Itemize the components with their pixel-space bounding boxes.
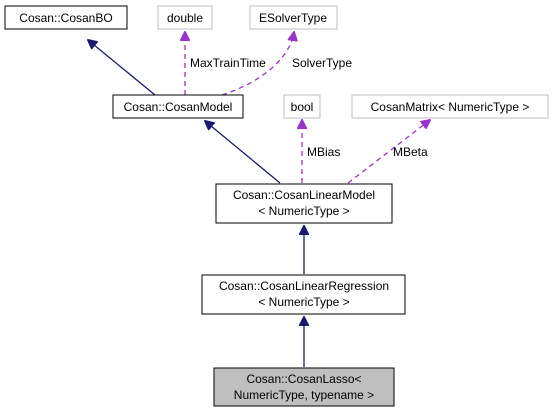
node-cosan-linear-model-label-line2: < NumericType > <box>258 204 349 218</box>
edge-cosanlinearmodel-to-cosanmodel <box>205 121 281 184</box>
node-cosan-lasso-label-line2: NumericType, typename > <box>234 388 374 402</box>
node-cosan-lasso-label-line1: Cosan::CosanLasso< <box>246 372 361 386</box>
node-esolver-type-label: ESolverType <box>259 11 327 25</box>
node-cosan-matrix: CosanMatrix< NumericType > <box>351 94 549 119</box>
node-esolver-type: ESolverType <box>249 5 338 30</box>
edge-label-solver-type: SolverType <box>292 56 352 70</box>
node-cosan-model-label: Cosan::CosanModel <box>124 100 233 114</box>
node-cosan-model[interactable]: Cosan::CosanModel <box>112 94 244 119</box>
node-cosan-bo[interactable]: Cosan::CosanBO <box>4 5 128 30</box>
node-cosan-linear-regression-label-line1: Cosan::CosanLinearRegression <box>219 279 389 293</box>
node-cosan-linear-model[interactable]: Cosan::CosanLinearModel < NumericType > <box>215 183 393 224</box>
node-cosan-lasso: Cosan::CosanLasso< NumericType, typename… <box>213 367 395 407</box>
edge-esolvertype-to-cosanmodel <box>221 32 294 96</box>
node-cosan-linear-model-label-line1: Cosan::CosanLinearModel <box>233 188 375 202</box>
node-cosan-bo-label: Cosan::CosanBO <box>19 11 112 25</box>
edge-label-m-beta: MBeta <box>393 145 428 159</box>
node-double: double <box>157 5 213 30</box>
edge-label-m-bias: MBias <box>307 145 340 159</box>
node-bool-label: bool <box>291 100 314 114</box>
node-bool: bool <box>283 94 321 119</box>
edge-cosanmodel-to-cosanbo <box>88 40 156 96</box>
node-cosan-matrix-label: CosanMatrix< NumericType > <box>371 100 530 114</box>
node-cosan-linear-regression[interactable]: Cosan::CosanLinearRegression < NumericTy… <box>201 274 406 315</box>
node-cosan-linear-regression-label-line2: < NumericType > <box>258 295 349 309</box>
edge-label-max-train-time: MaxTrainTime <box>190 56 266 70</box>
node-double-label: double <box>167 11 203 25</box>
